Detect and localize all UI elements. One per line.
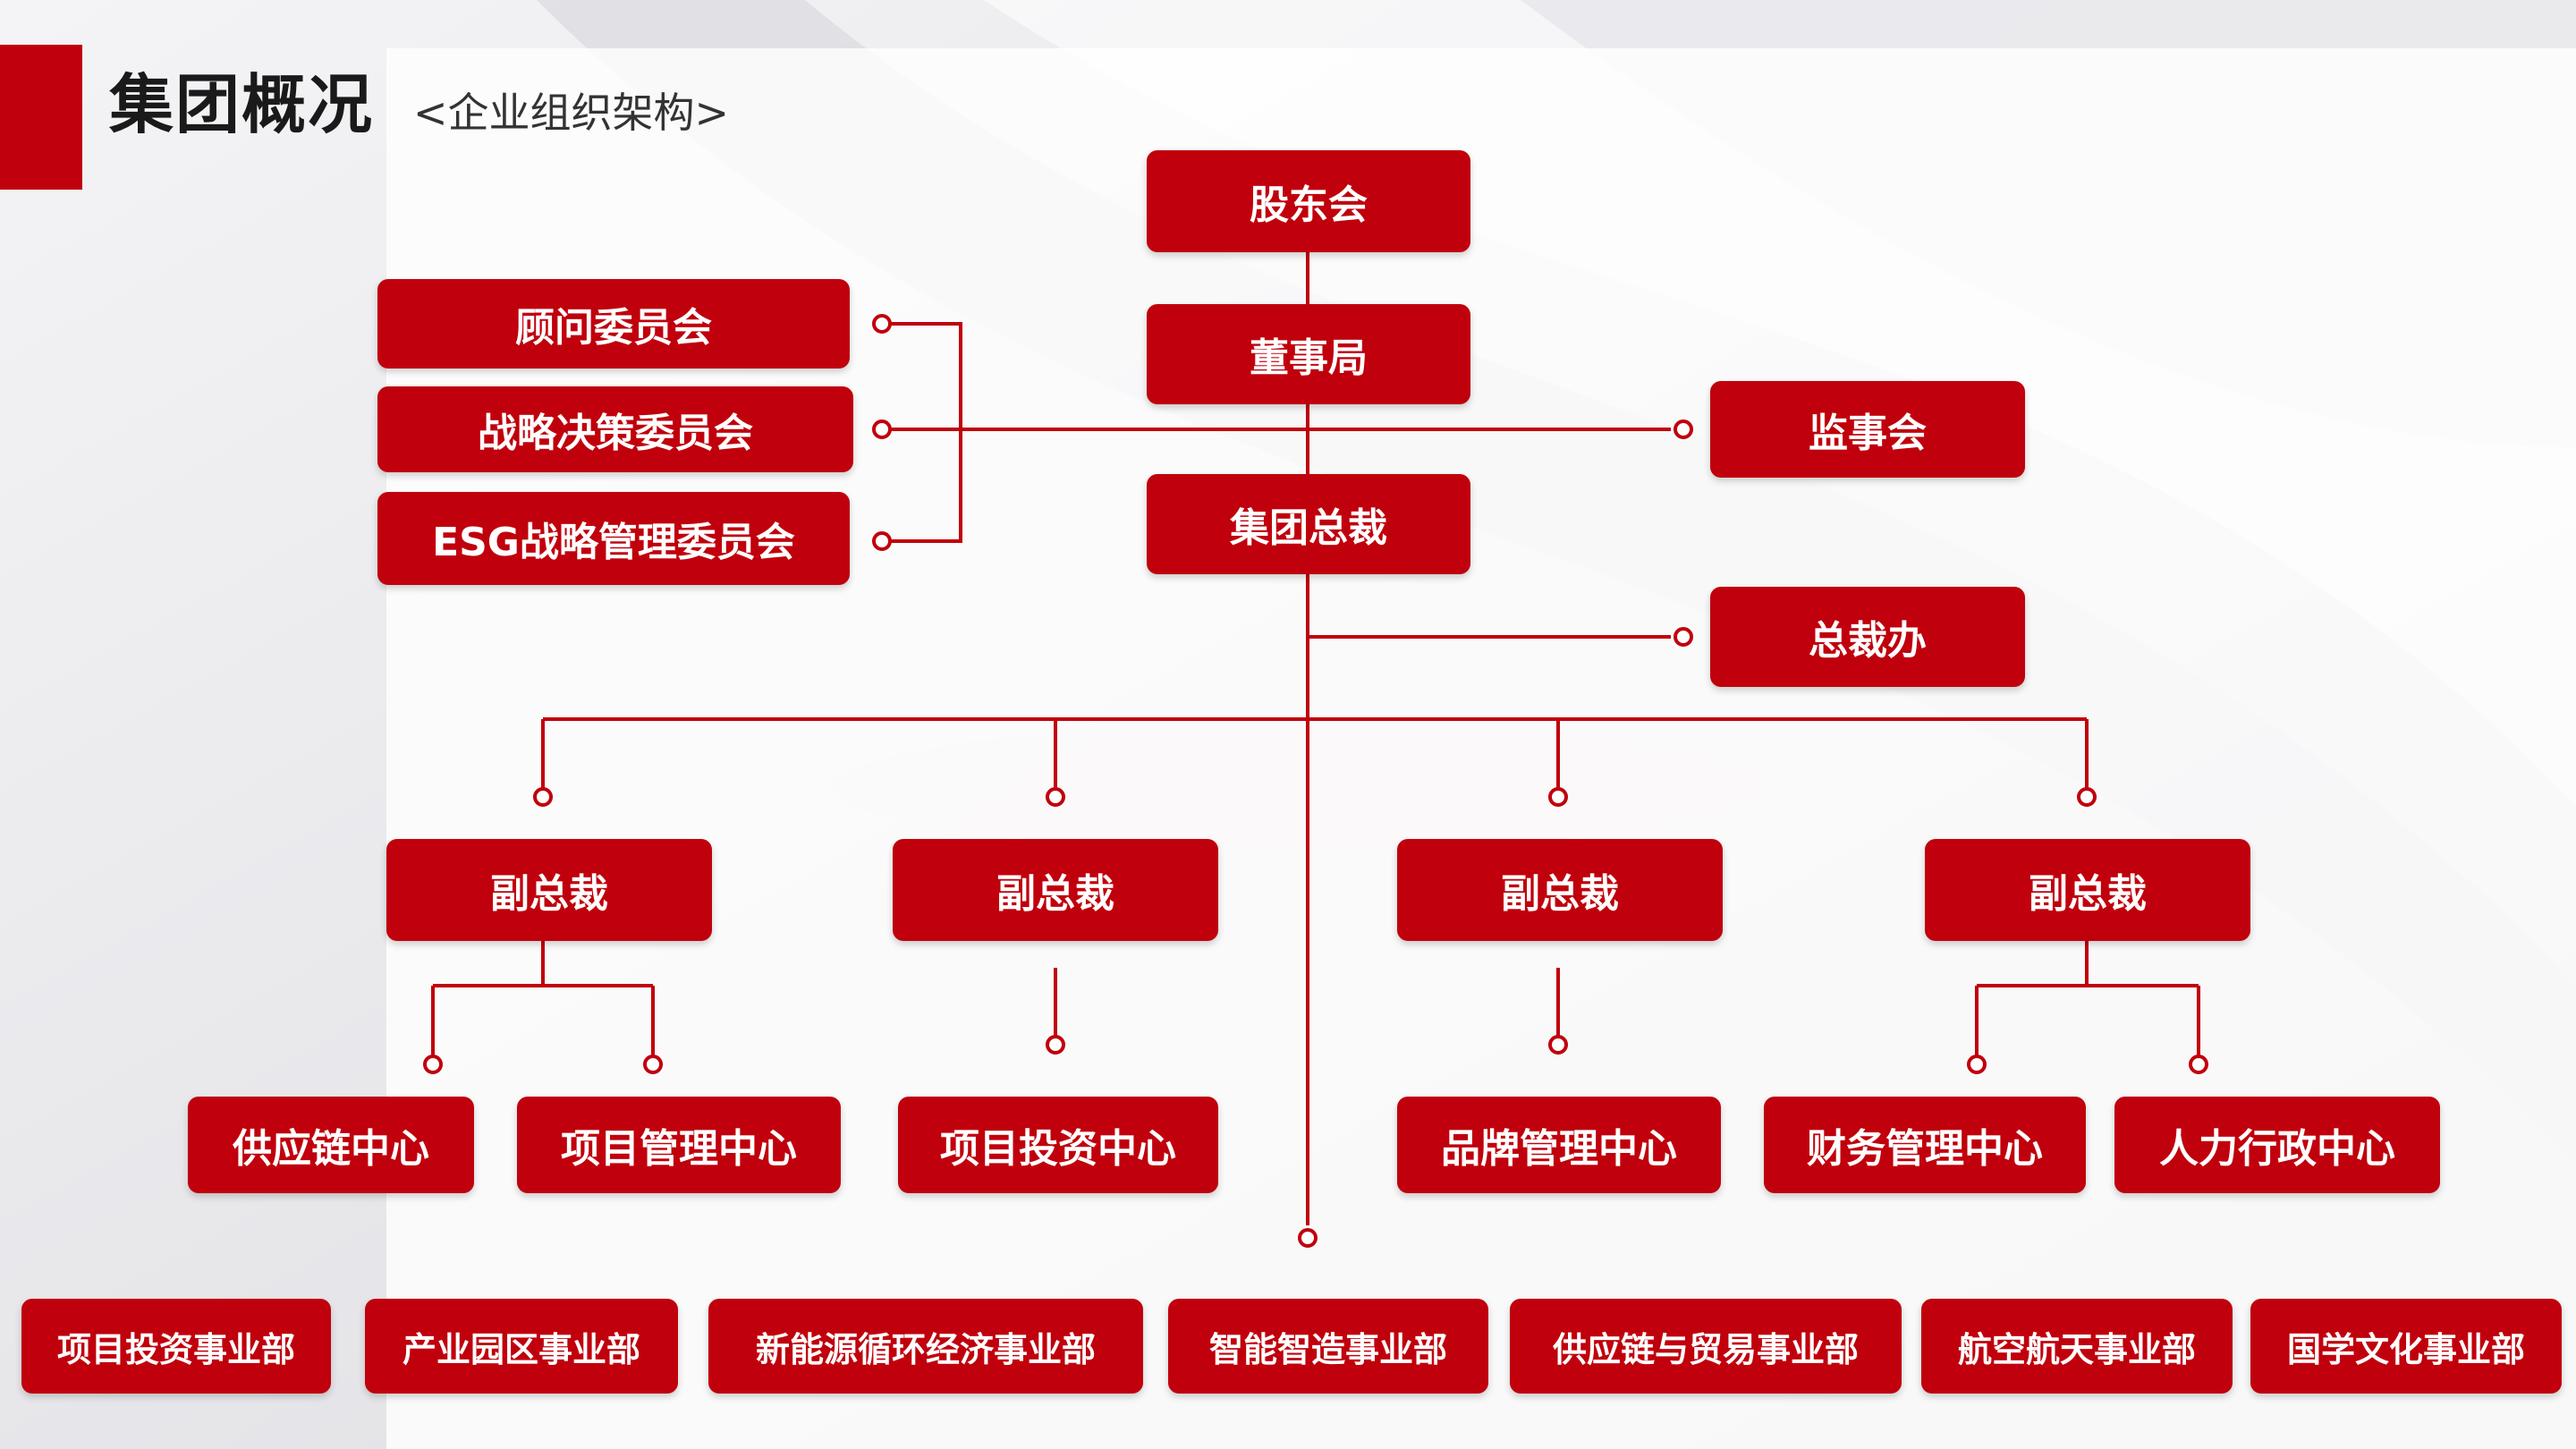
dot-project-mgmt-center [643, 1055, 663, 1074]
dot-esg [872, 531, 892, 551]
dot-vp3 [1548, 787, 1568, 807]
dot-project-invest-center [1046, 1035, 1065, 1055]
vp1-sub [431, 941, 655, 1057]
node-board: 董事局 [1147, 304, 1470, 404]
node-strategy-committee: 战略决策委员会 [377, 386, 853, 472]
page-subtitle: <企业组织架构> [413, 89, 730, 137]
node-project-invest-center: 项目投资中心 [898, 1097, 1218, 1193]
node-president-office: 总裁办 [1710, 587, 2025, 687]
node-supply-chain-center: 供应链中心 [188, 1097, 474, 1193]
node-project-mgmt-center: 项目管理中心 [517, 1097, 841, 1193]
node-group-president: 集团总裁 [1147, 474, 1470, 574]
node-vp-2: 副总裁 [893, 839, 1218, 941]
dot-strategy [872, 419, 892, 439]
dot-vp1 [533, 787, 553, 807]
dot-vp2 [1046, 787, 1065, 807]
committee-bracket [891, 322, 962, 543]
node-division-project-invest: 项目投资事业部 [21, 1299, 331, 1394]
node-division-culture: 国学文化事业部 [2250, 1299, 2562, 1394]
vp-branch [541, 717, 2089, 789]
node-division-supply-trade: 供应链与贸易事业部 [1510, 1299, 1902, 1394]
node-vp-4: 副总裁 [1925, 839, 2250, 941]
node-advisory-committee: 顾问委员会 [377, 279, 850, 369]
dot-divisions [1298, 1228, 1318, 1248]
header-accent-bar [0, 45, 82, 190]
dot-supply-center [423, 1055, 443, 1074]
dot-brand-center [1548, 1035, 1568, 1055]
node-vp-3: 副总裁 [1397, 839, 1723, 941]
node-division-aerospace: 航空航天事业部 [1921, 1299, 2233, 1394]
node-supervisory-board: 监事会 [1710, 381, 2025, 478]
node-brand-mgmt-center: 品牌管理中心 [1397, 1097, 1721, 1193]
page-title: 集团概况 [109, 67, 375, 142]
node-shareholders: 股东会 [1147, 150, 1470, 252]
node-finance-mgmt-center: 财务管理中心 [1764, 1097, 2086, 1193]
node-hr-admin-center: 人力行政中心 [2114, 1097, 2440, 1193]
dot-advisory [872, 314, 892, 334]
node-division-industrial-park: 产业园区事业部 [365, 1299, 678, 1394]
dot-finance-center [1967, 1055, 1987, 1074]
dot-supervisory [1674, 419, 1693, 439]
vp4-sub [1975, 941, 2200, 1057]
node-vp-1: 副总裁 [386, 839, 712, 941]
dot-hr-center [2189, 1055, 2208, 1074]
dot-vp4 [2077, 787, 2097, 807]
dot-president-office [1674, 627, 1693, 647]
node-division-new-energy: 新能源循环经济事业部 [708, 1299, 1143, 1394]
node-esg-committee: ESG战略管理委员会 [377, 492, 850, 585]
node-division-smart-manufacturing: 智能智造事业部 [1168, 1299, 1488, 1394]
